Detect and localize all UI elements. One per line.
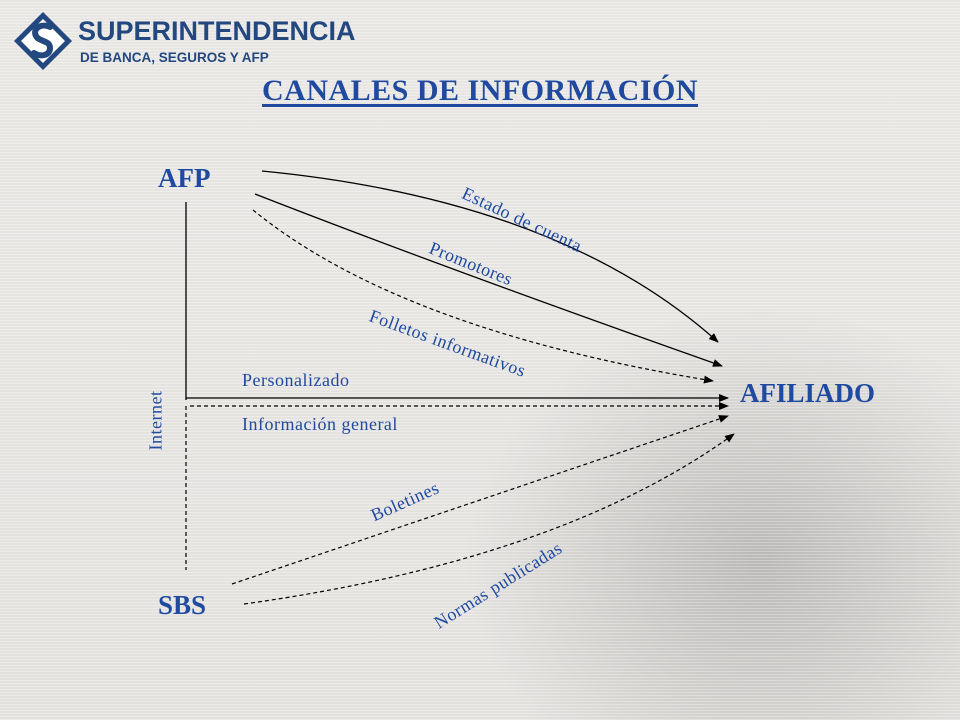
label-internet: Internet	[145, 390, 166, 451]
arrow-promotores	[254, 193, 723, 367]
label-informacion-general: Información general	[242, 414, 398, 434]
node-sbs: SBS	[158, 590, 207, 620]
logo-subtitle: DE BANCA, SEGUROS Y AFP	[80, 50, 269, 65]
arrow-estado-de-cuenta	[261, 170, 719, 343]
logo-title: SUPERINTENDENCIA	[78, 16, 356, 46]
sbs-emblem-icon	[14, 12, 72, 70]
logo: SUPERINTENDENCIA DE BANCA, SEGUROS Y AFP	[12, 10, 356, 72]
arrow-normas	[243, 433, 735, 605]
node-afiliado: AFILIADO	[740, 378, 876, 408]
arrow-boletines	[231, 415, 729, 585]
node-afp: AFP	[158, 163, 211, 193]
label-personalizado: Personalizado	[242, 370, 350, 390]
page-title: CANALES DE INFORMACIÓN	[261, 74, 699, 107]
